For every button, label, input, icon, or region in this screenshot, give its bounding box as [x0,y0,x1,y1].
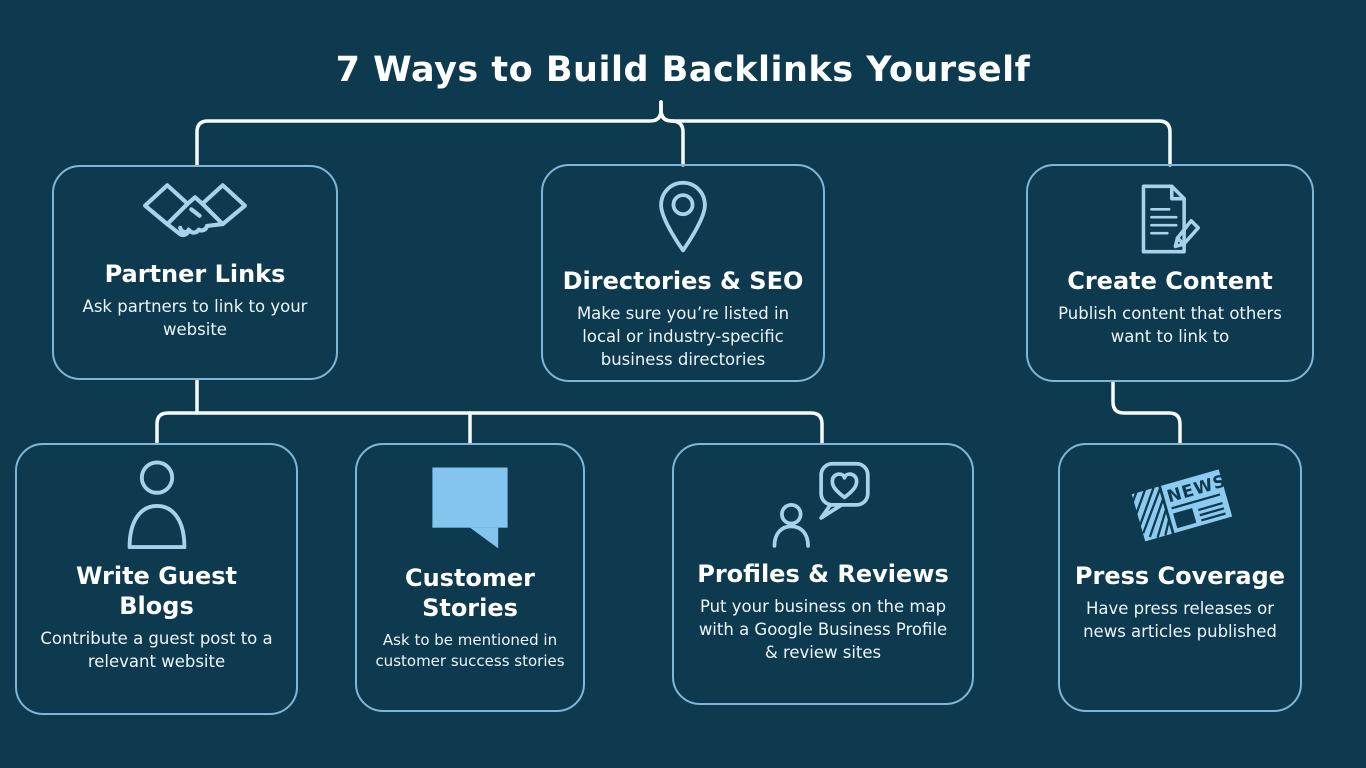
card-profiles-reviews: Profiles & Reviews Put your business on … [672,443,974,705]
card-title: Directories & SEO [562,267,804,295]
card-partner-links: Partner Links Ask partners to link to yo… [52,165,338,380]
card-write-guest-blogs: Write Guest Blogs Contribute a guest pos… [15,443,298,715]
card-body: Ask to be mentioned in customer success … [375,631,565,670]
card-directories-seo: Directories & SEO Make sure you’re liste… [541,164,825,382]
card-title: Press Coverage [1074,562,1286,590]
document-pencil-icon [1134,180,1206,258]
card-customer-stories: Customer Stories Ask to be mentioned in … [355,443,585,712]
card-title: Customer Stories [404,564,536,622]
handshake-icon [134,175,256,251]
card-body: Put your business on the map with a Goog… [698,597,948,662]
card-body: Have press releases or news articles pub… [1083,599,1277,641]
card-body: Contribute a guest post to a relevant we… [40,629,273,671]
card-title: Write Guest Blogs [75,562,238,620]
card-create-content: Create Content Publish content that othe… [1026,164,1314,382]
person-heart-bubble-icon [767,455,879,551]
location-pin-icon [653,178,713,258]
person-icon [118,457,196,553]
page-title: 7 Ways to Build Backlinks Yourself [335,50,1031,90]
card-body: Make sure you’re listed in local or indu… [576,304,790,369]
card-title: Partner Links [104,260,286,288]
speech-bubble-icon [423,459,517,555]
card-press-coverage: NEWS Press Coverage Have press releases … [1058,443,1302,712]
card-body: Publish content that others want to link… [1058,304,1282,346]
card-title: Profiles & Reviews [697,560,949,588]
card-title: Create Content [1067,267,1273,295]
card-body: Ask partners to link to your website [82,297,308,339]
newspaper-icon: NEWS [1117,457,1243,553]
